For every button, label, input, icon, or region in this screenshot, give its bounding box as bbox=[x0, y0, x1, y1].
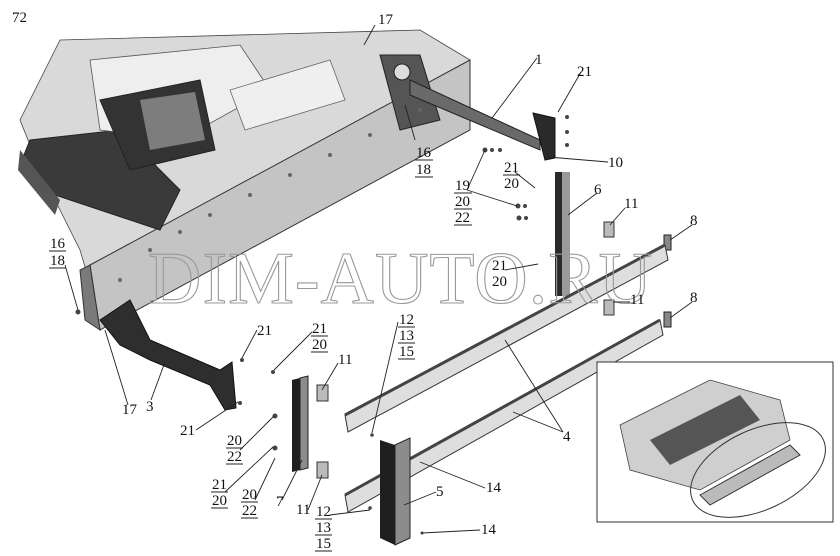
inset-overview bbox=[596, 361, 834, 523]
callout-8: 8 bbox=[690, 290, 698, 306]
watermark: DIM-AUTO.RU bbox=[148, 238, 653, 320]
callout-21: 21 bbox=[312, 321, 327, 337]
callout-21: 21 bbox=[492, 258, 507, 274]
callout-20: 20 bbox=[227, 433, 242, 449]
callout-21: 21 bbox=[504, 160, 519, 176]
callout-16: 16 bbox=[416, 145, 432, 161]
part-1-crossbeam bbox=[409, 79, 541, 151]
callout-17: 17 bbox=[378, 12, 394, 28]
callout-15: 15 bbox=[316, 536, 331, 552]
fasteners bbox=[75, 115, 569, 535]
part-10-bracket bbox=[532, 112, 556, 161]
callout-20: 20 bbox=[242, 487, 257, 503]
callout-14: 14 bbox=[486, 480, 502, 496]
callout-20: 20 bbox=[504, 176, 519, 192]
callout-22: 22 bbox=[455, 210, 470, 226]
callout-8: 8 bbox=[690, 213, 698, 229]
callout-22: 22 bbox=[227, 449, 242, 465]
part-11-plate bbox=[316, 461, 329, 479]
callout-5: 5 bbox=[436, 484, 444, 500]
callout-11: 11 bbox=[338, 352, 352, 368]
part-5-bracket bbox=[380, 440, 395, 545]
callout-13: 13 bbox=[316, 520, 331, 536]
part-3-bracket bbox=[99, 299, 237, 411]
part-11-plate bbox=[316, 384, 329, 402]
callout-labels: 72 17 1 21 16 18 10 19 20 22 21 20 6 11 … bbox=[12, 10, 698, 552]
callout-1: 1 bbox=[535, 52, 543, 68]
part-11-plate bbox=[603, 299, 615, 316]
callout-20: 20 bbox=[455, 194, 470, 210]
callout-3: 3 bbox=[146, 399, 154, 415]
callout-6: 6 bbox=[594, 182, 602, 198]
callout-22: 22 bbox=[242, 503, 257, 519]
callout-20: 20 bbox=[492, 274, 507, 290]
callout-11: 11 bbox=[624, 196, 638, 212]
callout-12: 12 bbox=[399, 312, 414, 328]
callout-14: 14 bbox=[481, 522, 497, 538]
callout-21: 21 bbox=[180, 423, 195, 439]
callout-7: 7 bbox=[276, 494, 284, 510]
chassis-frame bbox=[18, 29, 471, 332]
callout-20: 20 bbox=[312, 337, 327, 353]
callout-15: 15 bbox=[399, 344, 414, 360]
callout-10: 10 bbox=[608, 155, 623, 171]
callout-11: 11 bbox=[296, 502, 310, 518]
callout-11: 11 bbox=[630, 292, 644, 308]
callout-21: 21 bbox=[257, 323, 272, 339]
part-7-upright bbox=[292, 378, 300, 472]
callout-18: 18 bbox=[416, 162, 431, 178]
callout-21: 21 bbox=[577, 64, 592, 80]
callout-4: 4 bbox=[563, 429, 571, 445]
callout-18: 18 bbox=[50, 253, 65, 269]
callout-20: 20 bbox=[212, 493, 227, 509]
callout-12: 12 bbox=[316, 504, 331, 520]
callout-13: 13 bbox=[399, 328, 414, 344]
part-11-plate bbox=[603, 221, 615, 238]
leader-lines bbox=[64, 24, 693, 534]
callout-21: 21 bbox=[212, 477, 227, 493]
part-8-cap bbox=[663, 311, 672, 328]
callout-17: 17 bbox=[122, 402, 138, 418]
callout-19: 19 bbox=[455, 178, 470, 194]
page-number: 72 bbox=[12, 10, 27, 26]
part-8-cap bbox=[663, 234, 672, 251]
callout-16: 16 bbox=[50, 236, 66, 252]
